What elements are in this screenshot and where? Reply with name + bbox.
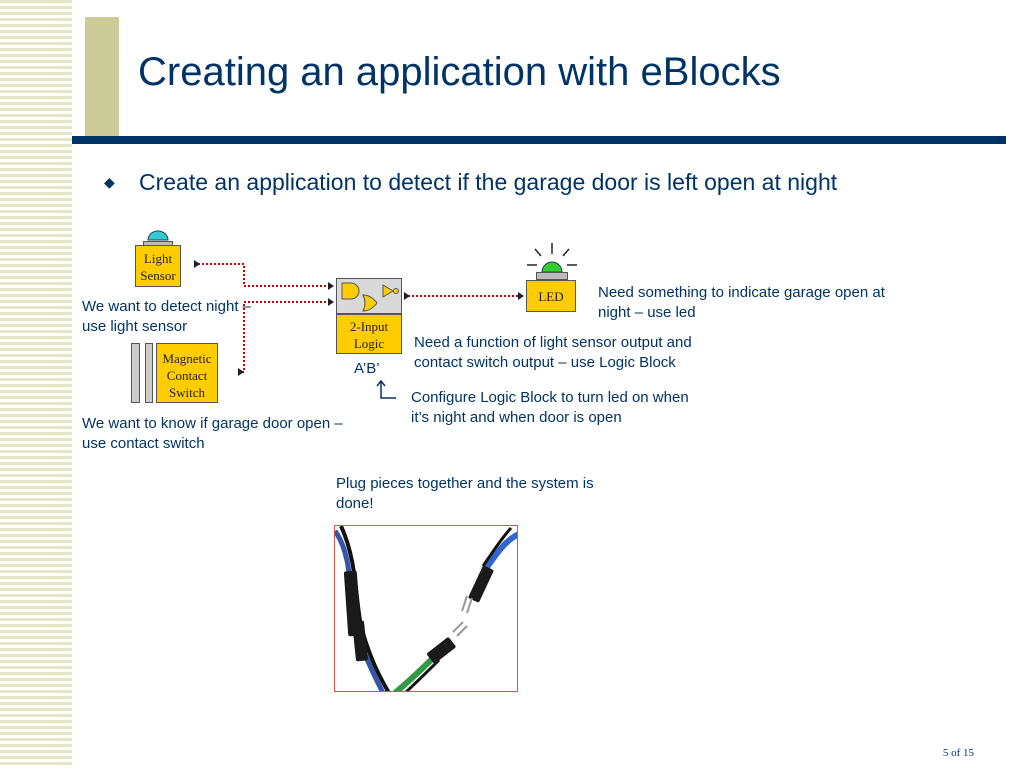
note-detect-night: We want to detect night – use light sens…: [82, 298, 251, 335]
led-rays-icon: [527, 243, 577, 266]
switch-bar: [145, 343, 153, 403]
logic-block: 2-Input Logic: [336, 314, 402, 354]
arrow-logic-out-icon: [404, 292, 410, 300]
wire-connectors-illustration: [335, 526, 517, 691]
bullet-text: Create an application to detect if the g…: [139, 169, 838, 195]
switch-label-3: Switch: [168, 385, 206, 400]
logic-gates-icon: [341, 282, 399, 312]
title-accent-bar: [85, 17, 119, 141]
magnetic-switch-block: Magnetic Contact Switch: [156, 343, 218, 403]
sensor-dome-icon: [147, 230, 169, 241]
wire-switch-to-logic: [238, 301, 330, 373]
led-dome-icon: [541, 261, 563, 273]
light-sensor-block: Light Sensor: [135, 245, 181, 287]
arrow-switch-out-icon: [238, 368, 244, 376]
note-door-open: We want to know if garage door open – us…: [82, 415, 343, 452]
title-rule: [72, 136, 1006, 144]
arrow-light-out-icon: [194, 260, 200, 268]
decorative-stripes: [0, 0, 72, 768]
arrow-logic-in-a-icon: [328, 282, 334, 290]
logic-label-1: 2-Input: [349, 319, 389, 334]
magnet-bar: [131, 343, 140, 403]
note-led-need: Need something to indicate garage open a…: [598, 284, 885, 321]
note-logic-need: Need a function of light sensor output a…: [414, 334, 692, 371]
switch-label-1: Magnetic: [162, 351, 212, 366]
note-plug: Plug pieces together and the system is d…: [336, 475, 594, 512]
logic-expression: A’B’: [354, 360, 380, 377]
arrow-logic-in-b-icon: [328, 298, 334, 306]
light-sensor-label-1: Light: [143, 251, 173, 266]
led-block: LED: [526, 280, 576, 312]
logic-gate-panel: [336, 278, 402, 314]
slide-title: Creating an application with eBlocks: [138, 50, 781, 94]
arrow-led-in-icon: [518, 292, 524, 300]
connector-photo: [334, 525, 518, 692]
light-sensor-label-2: Sensor: [140, 268, 176, 283]
bullet-diamond-icon: ◆: [104, 174, 115, 190]
switch-label-2: Contact: [166, 368, 208, 383]
wire-light-to-logic: [194, 263, 330, 287]
callout-arrow-icon: [376, 379, 396, 399]
logic-label-2: Logic: [353, 336, 385, 351]
note-configure: Configure Logic Block to turn led on whe…: [411, 389, 689, 426]
page-number: 5 of 15: [942, 747, 974, 759]
led-base: [536, 272, 568, 280]
